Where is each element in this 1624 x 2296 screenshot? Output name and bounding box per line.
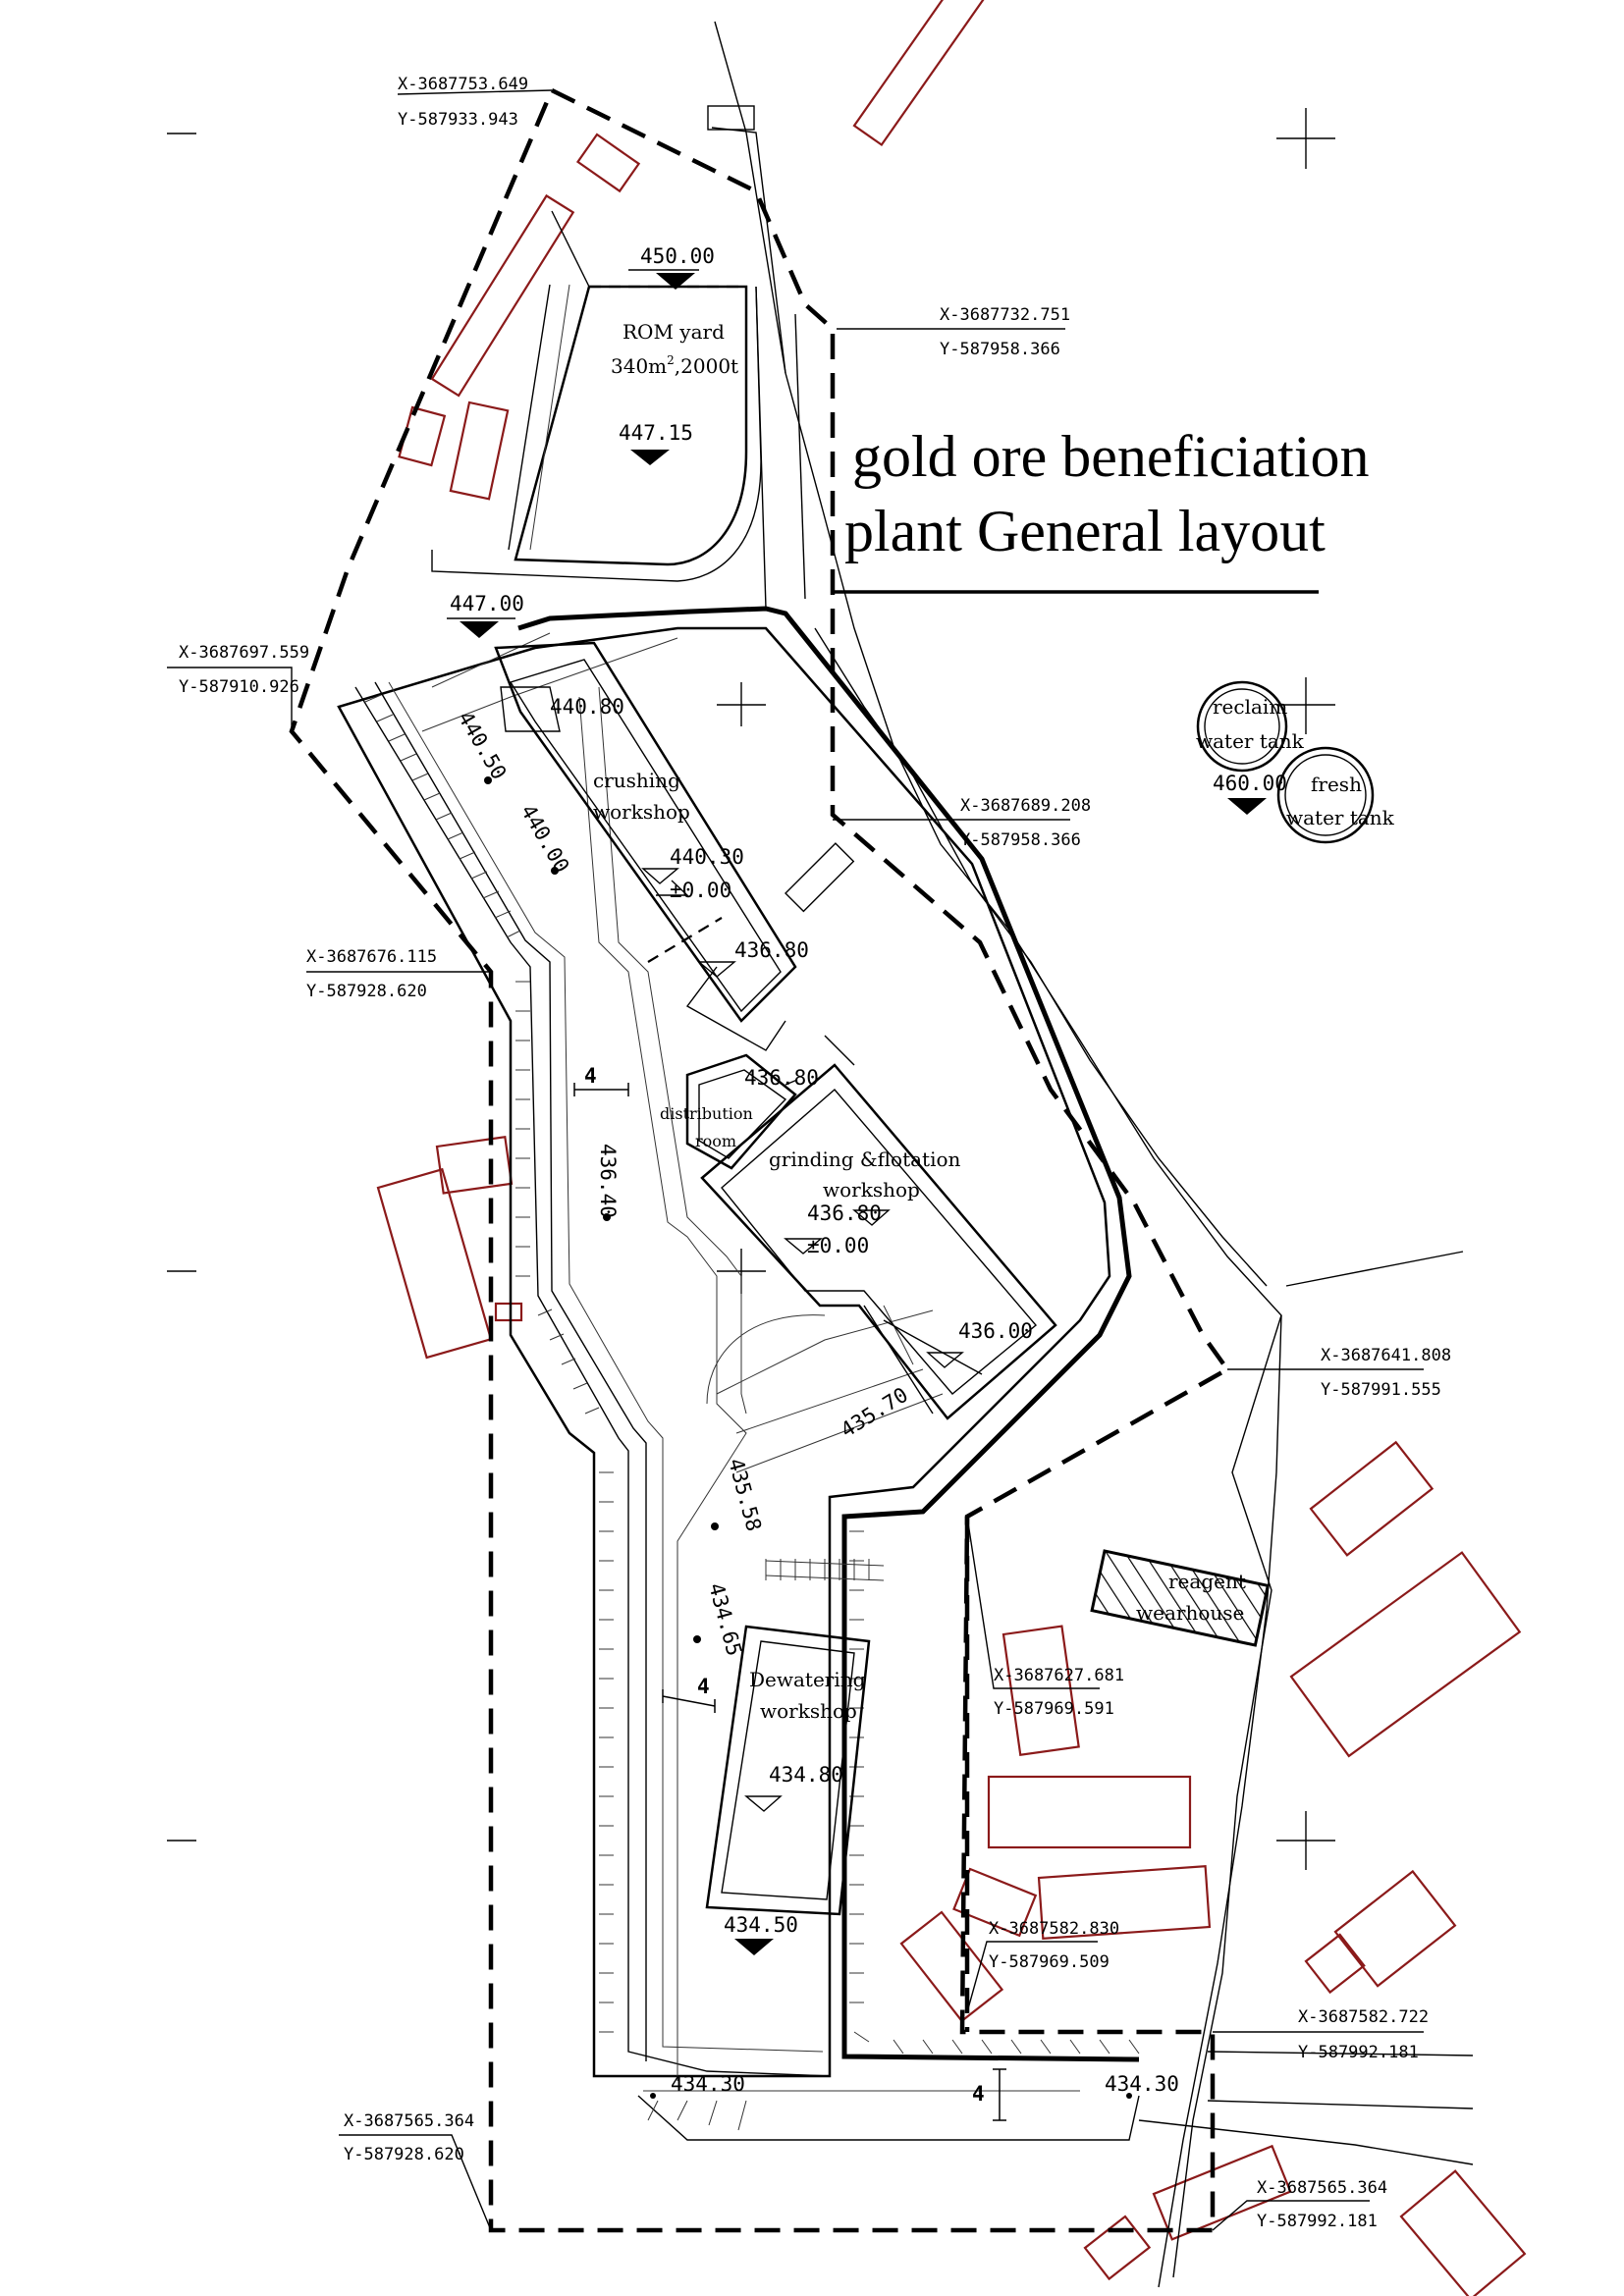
reclaim-tank-label-1: reclaim — [1213, 695, 1287, 719]
existing-building — [494, 1302, 523, 1322]
crushing-label-2: workshop — [593, 800, 690, 824]
existing-building — [1309, 1440, 1435, 1557]
existing-building — [952, 1867, 1038, 1938]
elev-434-30-a: 434.30 — [671, 2072, 745, 2096]
road-width-a: 4 — [584, 1064, 597, 1088]
elev-436-80-a: 436.80 — [734, 938, 809, 962]
dewatering-label-2: workshop — [760, 1699, 857, 1723]
elev-440-50: 440.50 — [454, 708, 512, 784]
title-line2: plant General layout — [844, 499, 1326, 563]
coord-11-x: X-3687565.364 — [1257, 2178, 1387, 2198]
coord-2-x: X-3687732.751 — [940, 305, 1070, 325]
existing-building — [449, 400, 510, 501]
reagent-warehouse — [1090, 1549, 1271, 1647]
existing-building — [987, 1775, 1192, 1849]
coord-3-y: Y-587910.926 — [179, 677, 299, 697]
road-width-dims: 4 4 4 — [573, 1064, 1006, 2121]
coord-7-y: Y-587969.591 — [994, 1699, 1114, 1719]
crushing-label-1: crushing — [593, 769, 680, 792]
dewatering-workshop — [705, 1625, 871, 1916]
road-width-b: 4 — [697, 1675, 710, 1698]
elev-436-40: 436.40 — [596, 1144, 620, 1218]
existing-building — [1333, 1869, 1457, 1988]
main-platform — [337, 606, 1140, 2141]
elev-434-65: 434.65 — [704, 1580, 746, 1658]
grinding-label-1: grinding &flotation — [769, 1148, 961, 1171]
existing-buildings — [376, 0, 1527, 2296]
coord-6-y: Y-587991.555 — [1321, 1380, 1441, 1400]
coord-10-y: Y-587928.620 — [344, 2145, 464, 2164]
distribution-room — [685, 1053, 797, 1170]
coord-4-x: X-3687689.208 — [960, 796, 1091, 816]
fresh-tank-label-1: fresh — [1311, 773, 1362, 796]
rom-yard-capacity: 340m2,2000t — [611, 353, 738, 378]
external-lines — [707, 21, 1474, 2288]
existing-building — [1037, 1864, 1212, 1941]
coord-8-y: Y-587969.509 — [989, 1952, 1110, 1972]
coord-7-x: X-3687627.681 — [994, 1666, 1124, 1685]
grinding-label-2: workshop — [823, 1178, 920, 1201]
elev-435-58: 435.58 — [724, 1456, 766, 1533]
existing-building — [1304, 1933, 1366, 1995]
reagent-label-2: wearhouse — [1136, 1601, 1244, 1625]
fresh-tank-label-2: water tank — [1286, 806, 1395, 829]
coord-9-x: X-3687582.722 — [1298, 2007, 1429, 2027]
distribution-label-1: distribution — [660, 1104, 753, 1123]
elev-434-80: 434.80 — [769, 1763, 843, 1787]
existing-building — [435, 1136, 514, 1195]
existing-building — [376, 1167, 493, 1360]
coord-2-y: Y-587958.366 — [940, 340, 1060, 359]
title-line1: gold ore beneficiation — [852, 424, 1369, 489]
rom-yard — [431, 210, 806, 610]
existing-building — [575, 133, 641, 193]
elev-440-30: 440.30 — [670, 845, 744, 869]
coordinate-callouts: X-3687753.649 Y-587933.943 X-3687732.751… — [167, 75, 1451, 2231]
existing-building — [899, 1910, 1004, 2023]
coord-5-y: Y-587928.620 — [306, 982, 427, 1001]
building-labels: ROM yard 340m2,2000t crushing workshop d… — [593, 320, 1395, 1723]
coord-5-x: X-3687676.115 — [306, 947, 437, 967]
elev-447-15: 447.15 — [619, 421, 693, 445]
existing-building — [1001, 1625, 1080, 1757]
road-width-c: 4 — [972, 2082, 985, 2106]
coord-6-x: X-3687641.808 — [1321, 1346, 1451, 1365]
dewatering-label-1: Dewatering — [749, 1668, 866, 1691]
reagent-label-1: reagent — [1168, 1570, 1246, 1593]
existing-building — [1083, 2215, 1152, 2281]
crushing-workshop — [494, 641, 855, 1051]
coord-3-x: X-3687697.559 — [179, 643, 309, 663]
rom-yard-label: ROM yard — [623, 320, 725, 344]
existing-building — [852, 0, 1001, 147]
coord-11-y: Y-587992.181 — [1257, 2212, 1378, 2231]
elev-436-80-b: 436.80 — [744, 1066, 819, 1090]
coord-9-y: Y-587992.181 — [1298, 2043, 1419, 2062]
elev-434-30-b: 434.30 — [1105, 2072, 1179, 2096]
reclaim-tank-label-2: water tank — [1196, 729, 1305, 753]
existing-building — [1399, 2169, 1527, 2296]
elev-436-80-c: 436.80 — [807, 1201, 882, 1225]
coord-8-x: X-3687582.830 — [989, 1919, 1119, 1939]
coord-1-y: Y-587933.943 — [398, 110, 518, 130]
coord-10-x: X-3687565.364 — [344, 2111, 474, 2131]
coord-1-x: X-3687753.649 — [398, 75, 528, 94]
distribution-label-2: room — [695, 1132, 736, 1150]
elev-460-00: 460.00 — [1213, 772, 1287, 795]
elev-435-70: 435.70 — [837, 1383, 912, 1443]
existing-building — [1289, 1551, 1522, 1758]
pm-0-00-a: ±0.00 — [670, 879, 731, 902]
elev-436-00: 436.00 — [958, 1319, 1033, 1343]
grinding-workshop — [700, 1035, 1057, 1420]
elev-450-00: 450.00 — [640, 244, 715, 268]
water-tanks — [1196, 680, 1375, 844]
title-block: gold ore beneficiation plant General lay… — [835, 424, 1369, 594]
existing-building — [430, 193, 575, 398]
elev-447-00: 447.00 — [450, 592, 524, 615]
pm-0-00-b: ±0.00 — [807, 1234, 869, 1257]
elev-440-80: 440.80 — [550, 695, 624, 719]
elev-434-50: 434.50 — [724, 1913, 798, 1937]
elev-440-00: 440.00 — [516, 801, 574, 878]
coord-4-y: Y-587958.366 — [960, 830, 1081, 850]
